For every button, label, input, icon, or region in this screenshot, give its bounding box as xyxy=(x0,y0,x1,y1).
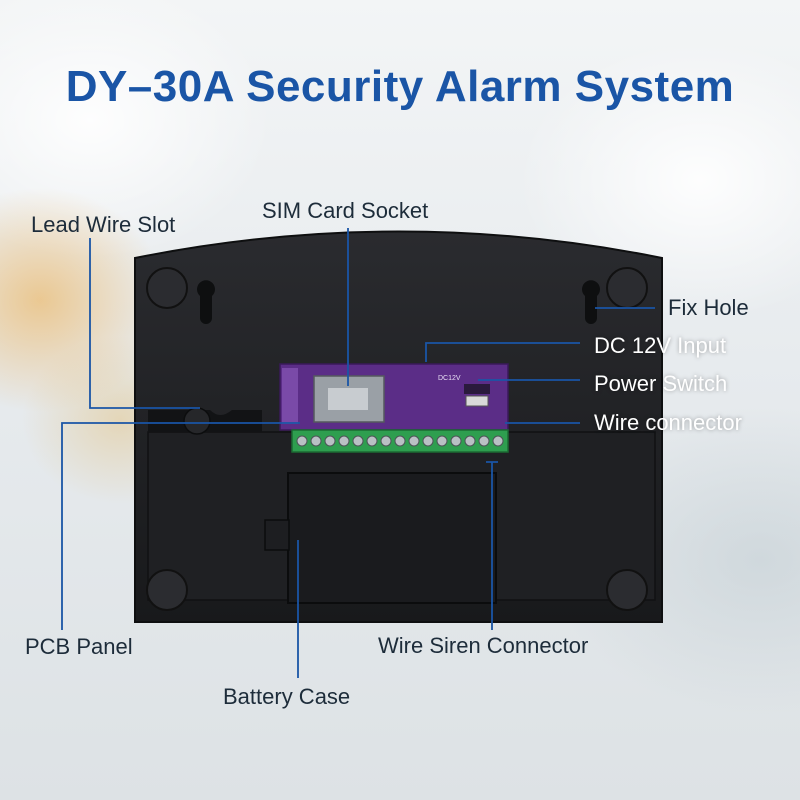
pcb-component-strip xyxy=(282,368,298,424)
foot-top-right xyxy=(606,267,648,309)
label-power-switch: Power Switch xyxy=(594,371,728,396)
callout-dc-input xyxy=(425,342,580,362)
label-fix-hole: Fix Hole xyxy=(668,295,749,320)
terminal-screws xyxy=(296,435,504,447)
dc-marking: DC12V xyxy=(438,375,461,382)
foot-bottom-left xyxy=(146,569,188,611)
battery-case xyxy=(287,472,497,604)
lead-wire-grommet xyxy=(183,407,211,435)
dc-jack xyxy=(464,384,490,394)
callout-lines xyxy=(61,228,655,678)
fix-hole-right xyxy=(582,280,601,324)
callout-pcb-panel xyxy=(61,422,300,630)
foot-top-left xyxy=(146,267,188,309)
label-sim-card-socket: SIM Card Socket xyxy=(262,198,429,223)
label-pcb-panel: PCB Panel xyxy=(25,634,133,659)
label-wire-connector: Wire connector xyxy=(594,410,742,435)
foot-bottom-right xyxy=(606,569,648,611)
battery-latch xyxy=(264,519,290,551)
power-switch xyxy=(465,395,489,407)
callout-siren xyxy=(486,461,498,630)
sim-socket-contacts xyxy=(328,388,368,410)
label-battery-case: Battery Case xyxy=(223,684,351,709)
fix-hole-left xyxy=(197,280,216,324)
sim-card-socket xyxy=(313,375,385,423)
label-lead-wire-slot: Lead Wire Slot xyxy=(31,212,176,237)
page-title: DY–30A Security Alarm System xyxy=(65,62,735,111)
callout-lead-wire xyxy=(89,238,200,409)
label-dc-input: DC 12V Input xyxy=(594,333,727,358)
label-wire-siren-connector: Wire Siren Connector xyxy=(378,633,589,658)
